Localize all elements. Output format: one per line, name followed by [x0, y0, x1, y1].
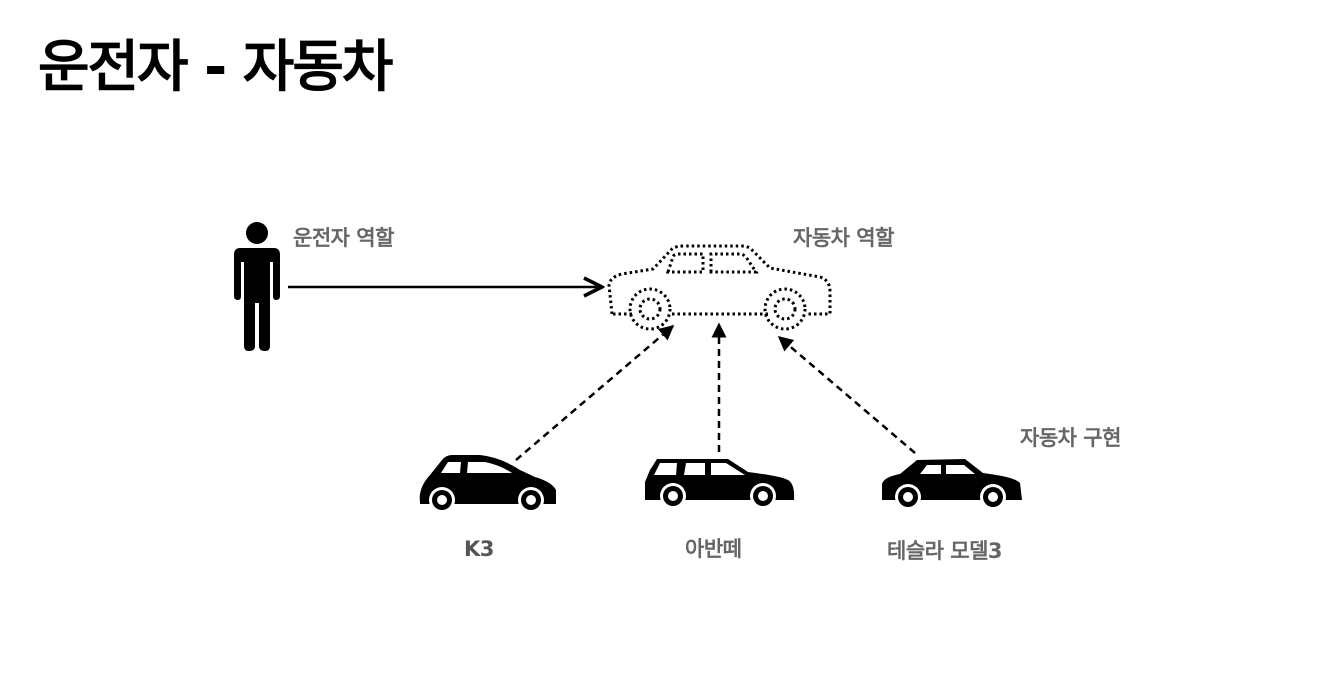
page-title: 운전자 - 자동차: [38, 35, 393, 100]
driver-role-label: 운전자 역할: [293, 226, 394, 250]
impl-label-tesla: 테슬라 모델3: [887, 539, 1003, 563]
impl-label-avante: 아반떼: [685, 537, 742, 561]
car-role-label: 자동차 역할: [793, 226, 894, 250]
person-icon: [234, 222, 280, 351]
hatchback-car-icon: [419, 455, 556, 513]
wagon-car-icon: [645, 459, 795, 509]
impl-label-k3: K3: [464, 537, 494, 561]
sedan-car-icon: [882, 459, 1022, 510]
dotted-car-outline-icon: [607, 244, 832, 331]
implements-arrow-k3: [515, 325, 675, 461]
car-implementation-label: 자동차 구현: [1020, 426, 1121, 450]
implements-arrow-tesla: [777, 336, 916, 454]
